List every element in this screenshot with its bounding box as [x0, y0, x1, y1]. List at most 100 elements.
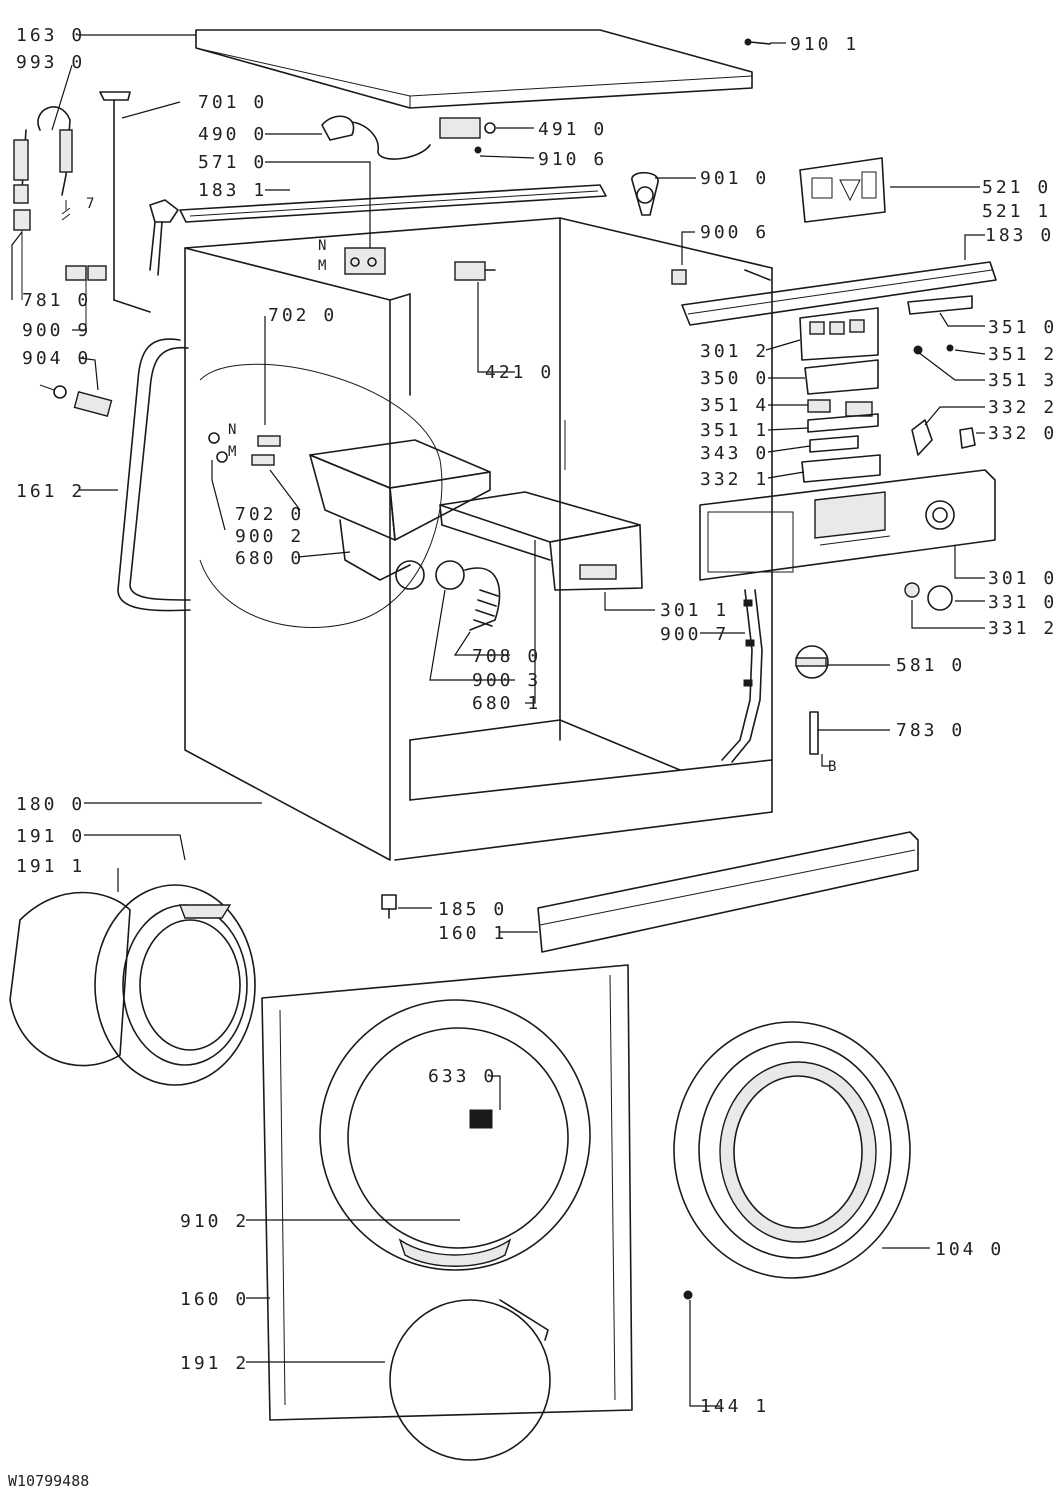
door: [673, 1021, 911, 1279]
label-702-0-top: 702 0: [268, 305, 337, 326]
connector-900-9: [65, 265, 107, 330]
label-900-9: 900 9: [22, 320, 91, 341]
label-701-0: 701 0: [198, 92, 267, 113]
label-900-6: 900 6: [700, 222, 769, 243]
part-491: [439, 117, 496, 139]
label-331-2: 331 2: [988, 618, 1057, 639]
label-708-0: 708 0: [472, 646, 541, 667]
knob-parts-332: [911, 419, 976, 456]
label-183-1: 183 1: [198, 180, 267, 201]
pipe-701: [99, 91, 151, 313]
label-900-2: 900 2: [235, 526, 304, 547]
label-521-0: 521 0: [982, 177, 1051, 198]
label-521-1: 521 1: [982, 201, 1051, 222]
label-183-0: 183 0: [985, 225, 1054, 246]
filter-904: [39, 384, 113, 417]
door-seal: [9, 884, 256, 1086]
wire-harness: [721, 589, 763, 763]
electrodes-702: [208, 432, 281, 466]
inlet-elbow: [149, 199, 179, 276]
label-993-0: 993 0: [16, 52, 85, 73]
power-cord: [321, 115, 431, 160]
part-labels: 163 0 993 0 701 0 490 0 571 0 183 1 781 …: [8, 25, 1057, 1490]
part-783: [809, 711, 819, 755]
letter-m-electrode: M: [228, 444, 236, 460]
top-rail-front: [681, 261, 997, 326]
letter-7: 7: [86, 196, 94, 212]
label-301-1: 301 1: [660, 600, 729, 621]
rear-rail: [179, 184, 607, 223]
label-900-7: 900 7: [660, 624, 729, 645]
valve-571: [344, 247, 386, 275]
label-702-0-bottom: 702 0: [235, 504, 304, 525]
label-581-0: 581 0: [896, 655, 965, 676]
module-521: [799, 157, 886, 223]
letter-n-valve: N: [318, 238, 326, 254]
label-783-0: 783 0: [896, 720, 965, 741]
control-panel: [699, 469, 996, 581]
label-571-0: 571 0: [198, 152, 267, 173]
label-191-1: 191 1: [16, 856, 85, 877]
label-161-2: 161 2: [16, 481, 85, 502]
screws-910: [474, 38, 771, 154]
label-350-0: 350 0: [700, 368, 769, 389]
sensor-421: [454, 261, 496, 281]
screw-144: [683, 1290, 693, 1300]
label-351-0: 351 0: [988, 317, 1057, 338]
label-144-1: 144 1: [700, 1396, 769, 1417]
label-491-0: 491 0: [538, 119, 607, 140]
label-351-4: 351 4: [700, 395, 769, 416]
label-163-0: 163 0: [16, 25, 85, 46]
label-160-0: 160 0: [180, 1289, 249, 1310]
letter-b: B: [828, 759, 836, 775]
side-strip: [117, 338, 191, 612]
leader-lines: [11, 34, 986, 1407]
label-332-0: 332 0: [988, 423, 1057, 444]
label-191-2: 191 2: [180, 1353, 249, 1374]
label-781-0: 781 0: [22, 290, 91, 311]
label-191-0: 191 0: [16, 826, 85, 847]
letter-m-valve: M: [318, 258, 326, 274]
drain-hose: [435, 560, 501, 631]
label-680-0: 680 0: [235, 548, 304, 569]
label-421-0: 421 0: [485, 362, 554, 383]
label-160-1: 160 1: [438, 923, 507, 944]
label-633-0: 633 0: [428, 1066, 497, 1087]
label-351-2: 351 2: [988, 344, 1057, 365]
top-panel: [195, 29, 753, 109]
label-332-2: 332 2: [988, 397, 1057, 418]
label-901-0: 901 0: [700, 168, 769, 189]
pressure-switch: [795, 645, 829, 679]
label-900-3: 900 3: [472, 670, 541, 691]
pad-191-2: [389, 1299, 551, 1461]
label-680-1: 680 1: [472, 693, 541, 714]
label-910-6: 910 6: [538, 149, 607, 170]
document-id: W10799488: [8, 1472, 89, 1490]
knob-331: [904, 582, 953, 611]
label-351-3: 351 3: [988, 370, 1057, 391]
label-180-0: 180 0: [16, 794, 85, 815]
foot: [381, 894, 397, 919]
letter-n-electrode: N: [228, 422, 236, 438]
clip-900-6: [671, 269, 687, 285]
inlet-hose: [13, 106, 73, 300]
label-910-2: 910 2: [180, 1211, 249, 1232]
part-901: [631, 171, 659, 216]
label-331-0: 331 0: [988, 592, 1057, 613]
front-panel: [261, 964, 633, 1421]
electronic-boards: [799, 295, 973, 483]
label-490-0: 490 0: [198, 124, 267, 145]
cabinet: [184, 217, 773, 861]
detergent-box: [309, 439, 491, 590]
label-104-0: 104 0: [935, 1239, 1004, 1260]
label-301-0: 301 0: [988, 568, 1057, 589]
detergent-drawer: [439, 491, 643, 591]
label-343-0: 343 0: [700, 443, 769, 464]
label-185-0: 185 0: [438, 899, 507, 920]
label-910-1: 910 1: [790, 34, 859, 55]
plinth: [537, 831, 919, 953]
label-301-2: 301 2: [700, 341, 769, 362]
label-351-1: 351 1: [700, 420, 769, 441]
label-332-1: 332 1: [700, 469, 769, 490]
